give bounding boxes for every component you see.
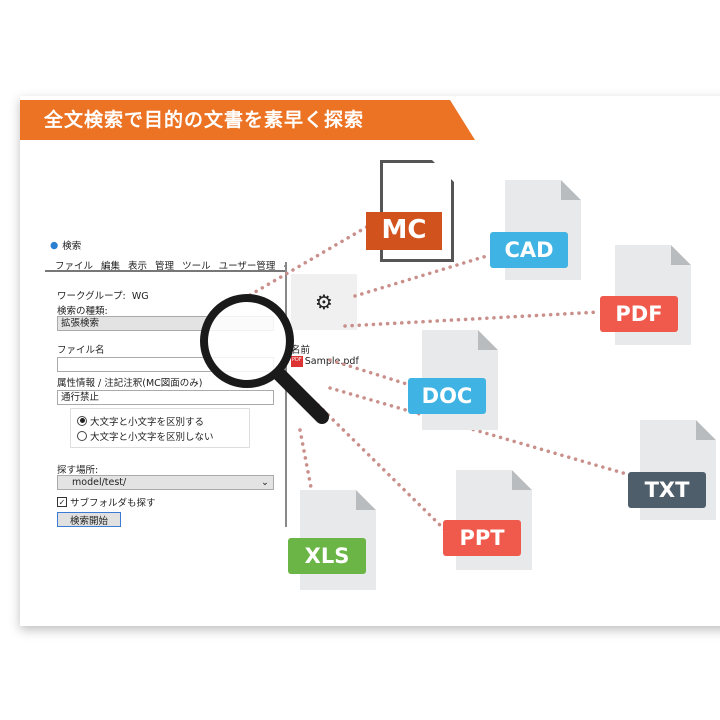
- filename-label: ファイル名: [57, 345, 105, 356]
- menu-file[interactable]: ファイル: [55, 261, 94, 272]
- checkbox-checked-icon: ✓: [57, 497, 67, 507]
- xls-label: XLS: [288, 538, 366, 574]
- location-label: 探す場所:: [57, 465, 99, 476]
- doc-label: DOC: [408, 378, 486, 414]
- pdf-file-icon: PDF: [291, 356, 303, 367]
- window-title: ●検索: [50, 239, 82, 253]
- headline-banner: 全文検索で目的の文書を素早く探索: [20, 100, 475, 140]
- name-column-header[interactable]: 名前: [291, 345, 311, 356]
- menu-tools[interactable]: ツール: [182, 261, 211, 272]
- search-gear-icon: ⚙: [291, 274, 357, 330]
- radio-case-sensitive[interactable]: 大文字と小文字を区別する: [77, 413, 249, 428]
- mc-label: MC: [366, 212, 442, 250]
- pdf-label: PDF: [600, 296, 678, 332]
- search-start-button[interactable]: 検索開始: [57, 512, 121, 527]
- attr-label: 属性情報 / 注記注釈(MC図面のみ): [57, 378, 203, 389]
- radio-case-insensitive[interactable]: 大文字と小文字を区別しない: [77, 428, 249, 443]
- txt-label: TXT: [628, 472, 706, 508]
- menu-bar: ファイル 編集 表示 管理 ツール ユーザー管理 ヘル: [45, 258, 285, 272]
- menu-view[interactable]: 表示: [128, 261, 148, 272]
- magnifier-icon: [200, 294, 329, 424]
- subfolder-checkbox[interactable]: ✓サブフォルダも探す: [57, 497, 156, 509]
- workgroup-row: ワークグループ: WG: [57, 291, 149, 302]
- chevron-down-icon: ⌄: [261, 477, 269, 488]
- menu-user-manage[interactable]: ユーザー管理: [218, 261, 276, 272]
- search-type-label: 検索の種類:: [57, 306, 108, 317]
- search-app-icon: ●: [50, 239, 59, 251]
- case-options: 大文字と小文字を区別する 大文字と小文字を区別しない: [70, 408, 250, 448]
- ppt-label: PPT: [443, 520, 521, 556]
- menu-edit[interactable]: 編集: [101, 261, 121, 272]
- attr-input[interactable]: 通行禁止: [57, 390, 274, 405]
- menu-help[interactable]: ヘル: [283, 258, 285, 270]
- cad-label: CAD: [490, 232, 568, 268]
- location-select[interactable]: model/test/⌄: [57, 475, 274, 490]
- menu-manage[interactable]: 管理: [155, 261, 175, 272]
